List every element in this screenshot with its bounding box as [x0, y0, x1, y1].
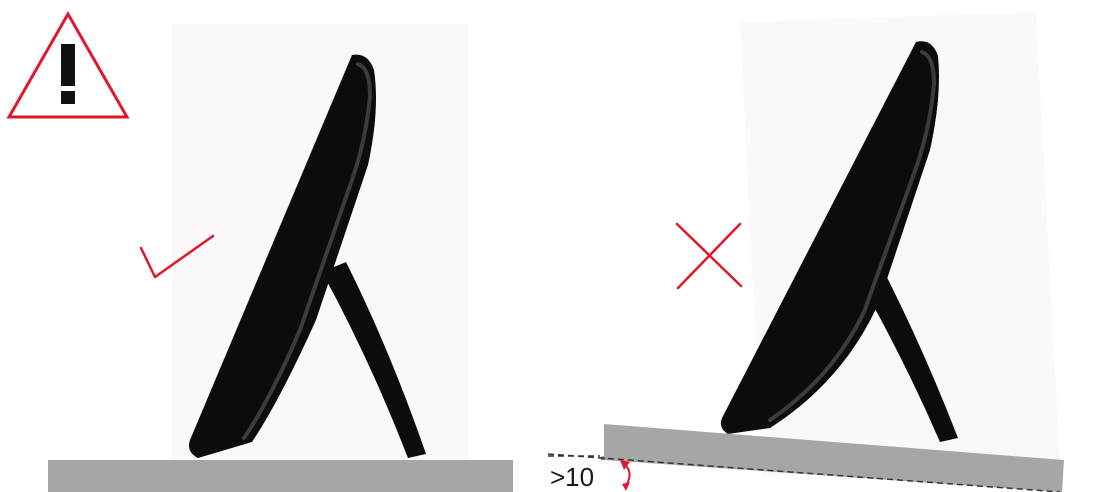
angle-arrow-icon	[620, 460, 630, 491]
correct-placement-panel	[48, 24, 513, 492]
tilt-angle-unit: °	[600, 453, 606, 469]
incorrect-placement-panel: >10 °	[548, 12, 1064, 492]
level-surface	[48, 460, 513, 492]
tilt-angle-label: >10	[550, 462, 594, 492]
cross-mark-icon	[677, 224, 741, 288]
warning-triangle-icon	[9, 14, 127, 117]
